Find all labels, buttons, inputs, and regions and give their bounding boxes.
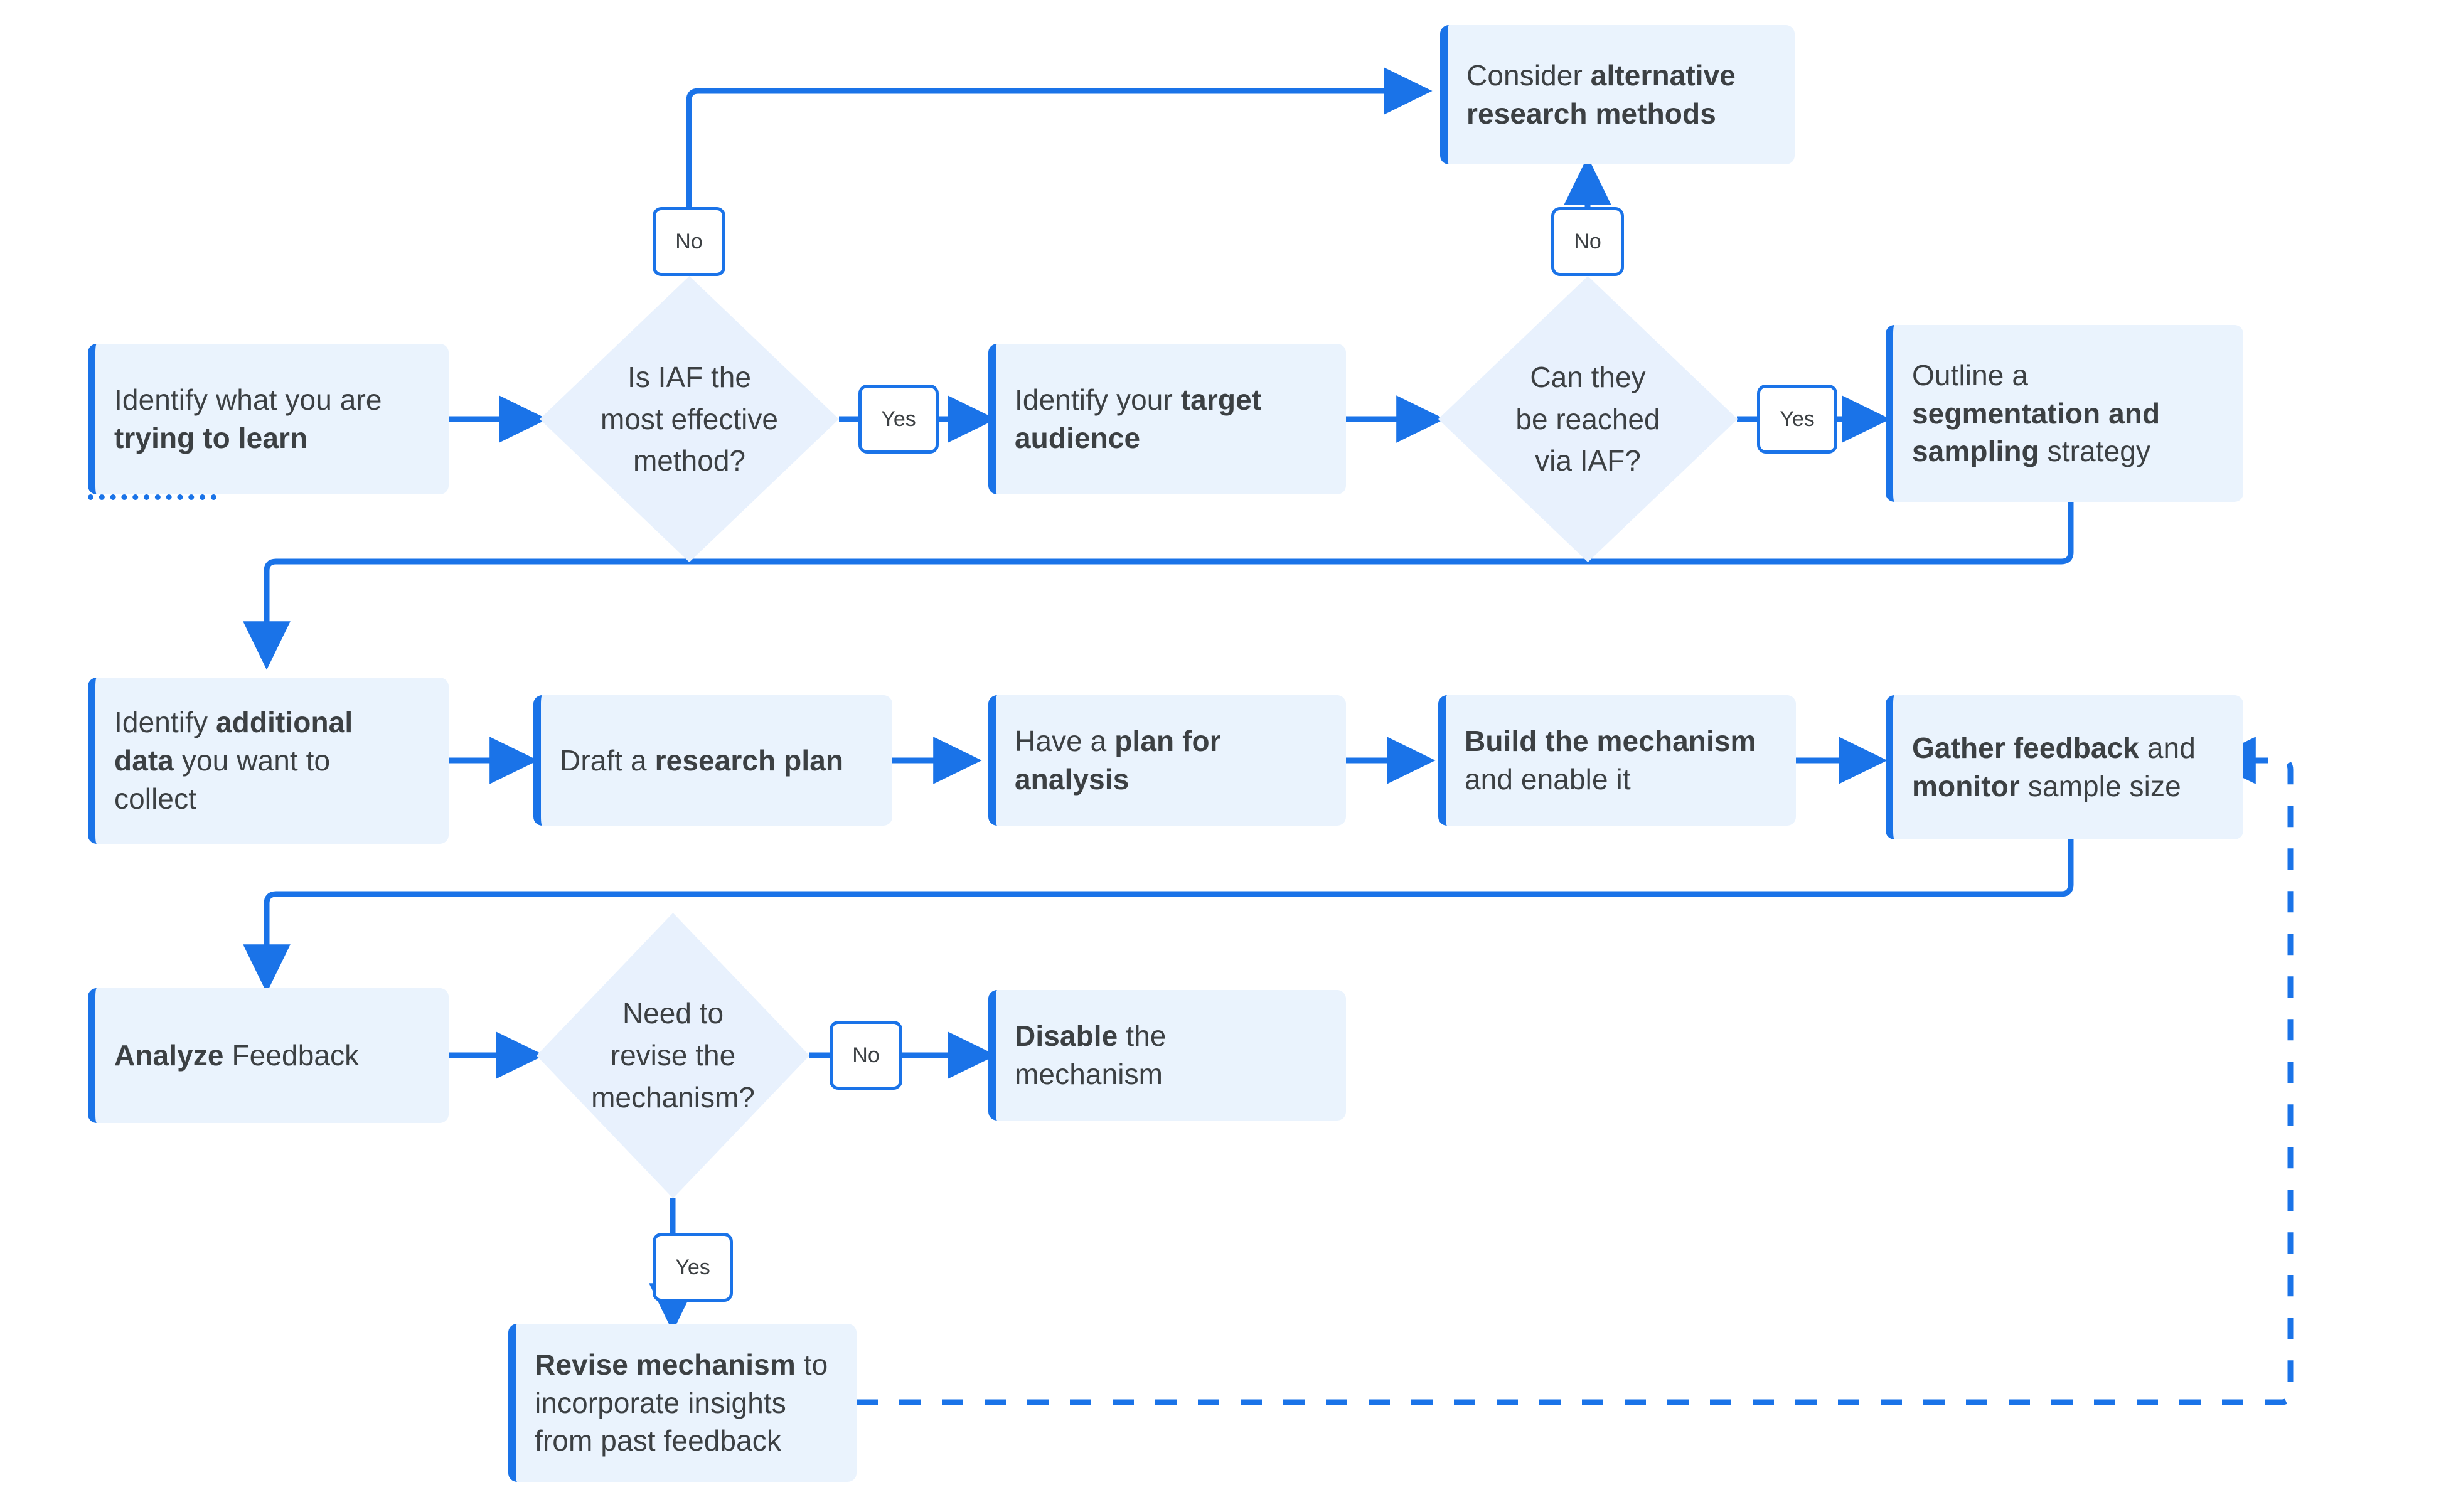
node-line-3b: strategy: [2039, 435, 2151, 468]
decision-text: Can they be reached via IAF?: [1450, 356, 1726, 482]
edge-outline-to-data: [243, 502, 2074, 670]
node-line-2: audience: [1015, 422, 1141, 454]
decision-line-3: via IAF?: [1535, 444, 1641, 477]
edge-label-text: No: [852, 1043, 880, 1067]
edge-label-reached-yes[interactable]: Yes: [1757, 385, 1837, 454]
node-line-1a: Identify: [114, 706, 216, 739]
decision-need-to-revise-the-mechanism[interactable]: Need to revise the mechanism?: [537, 913, 809, 1198]
node-text: Identify your target audience: [1015, 381, 1261, 457]
node-line-3: collect: [114, 782, 197, 815]
node-line-1b: the: [1118, 1020, 1167, 1053]
decision-line-2: most effective: [601, 402, 778, 435]
decision-line-3: mechanism?: [591, 1080, 755, 1114]
node-line-1a: Have a: [1015, 725, 1115, 758]
node-line-1a: Analyze: [114, 1039, 224, 1072]
decision-text: Is IAF the most effective method?: [552, 356, 827, 482]
node-line-1b: target: [1180, 383, 1262, 417]
decision-can-they-be-reached-via-iaf[interactable]: Can they be reached via IAF?: [1438, 276, 1738, 562]
edge-label-text: Yes: [881, 407, 916, 431]
node-line-3a: sampling: [1912, 435, 2039, 468]
node-text: Disable the mechanism: [1015, 1017, 1166, 1093]
node-line-1a: Draft a: [560, 743, 655, 777]
decision-line-2: be reached: [1515, 402, 1660, 435]
node-revise-mechanism-to-incorporate-insights[interactable]: Revise mechanism to incorporate insights…: [508, 1324, 857, 1482]
node-line-1b: to: [795, 1348, 828, 1381]
node-draft-a-research-plan[interactable]: Draft a research plan: [533, 695, 892, 826]
edge-label-text: No: [1574, 229, 1601, 253]
node-line-1b: additional: [216, 706, 353, 739]
accent-dotted-underline: [88, 494, 216, 500]
node-line-1a: Gather feedback: [1912, 732, 2139, 765]
node-line-1b: research plan: [654, 743, 844, 777]
node-line-1b: and: [2139, 732, 2196, 765]
node-line-1a: Revise mechanism: [535, 1348, 796, 1381]
decision-line-1: Can they: [1530, 360, 1646, 393]
edge-label-text: No: [675, 229, 703, 253]
node-line-2: trying to learn: [114, 422, 308, 454]
decision-line-2: revise the: [610, 1039, 736, 1072]
node-gather-feedback-and-monitor-sample-size[interactable]: Gather feedback and monitor sample size: [1886, 695, 2243, 839]
edge-label-iaf-no[interactable]: No: [653, 207, 725, 276]
node-outline-segmentation-and-sampling-strategy[interactable]: Outline a segmentation and sampling stra…: [1886, 325, 2243, 502]
edge-label-text: Yes: [675, 1255, 710, 1279]
node-text: Outline a segmentation and sampling stra…: [1912, 356, 2160, 471]
node-text: Analyze Feedback: [114, 1036, 359, 1075]
edge-label-revise-yes[interactable]: Yes: [653, 1233, 733, 1302]
node-line-2: analysis: [1015, 763, 1130, 796]
node-line-2b: you want to: [173, 744, 331, 777]
node-line-1: Identify what you are: [114, 383, 382, 417]
node-line-1a: Disable: [1015, 1020, 1118, 1053]
node-text: Gather feedback and monitor sample size: [1912, 729, 2196, 805]
node-line-1b: Feedback: [223, 1039, 360, 1072]
decision-is-iaf-the-most-effective-method[interactable]: Is IAF the most effective method?: [540, 276, 839, 562]
node-text: Have a plan for analysis: [1015, 722, 1221, 798]
decision-line-3: method?: [633, 444, 745, 477]
node-line-2: incorporate insights: [535, 1386, 786, 1419]
node-text: Consider alternative research methods: [1466, 56, 1736, 132]
node-line-2: and enable it: [1465, 763, 1631, 796]
decision-text: Need to revise the mechanism?: [547, 993, 798, 1118]
edge-label-text: Yes: [1780, 407, 1815, 431]
node-line-3: from past feedback: [535, 1424, 782, 1457]
decision-line-1: Need to: [622, 997, 724, 1030]
node-line-2a: data: [114, 744, 174, 777]
node-analyze-feedback[interactable]: Analyze Feedback: [88, 988, 449, 1123]
edge-iaf-no-to-consider: [686, 67, 1433, 207]
node-disable-the-mechanism[interactable]: Disable the mechanism: [988, 990, 1346, 1121]
node-build-the-mechanism-and-enable-it[interactable]: Build the mechanism and enable it: [1438, 695, 1796, 826]
node-line-2: mechanism: [1015, 1058, 1163, 1090]
node-text: Revise mechanism to incorporate insights…: [535, 1346, 828, 1460]
node-identify-what-you-are-trying-to-learn[interactable]: Identify what you are trying to learn: [88, 344, 449, 494]
node-consider-alternative-research-methods[interactable]: Consider alternative research methods: [1440, 25, 1795, 164]
node-identify-your-target-audience[interactable]: Identify your target audience: [988, 344, 1346, 494]
node-identify-additional-data-you-want-to-collect[interactable]: Identify additional data you want to col…: [88, 678, 449, 844]
edge-label-iaf-yes[interactable]: Yes: [858, 385, 939, 454]
node-have-a-plan-for-analysis[interactable]: Have a plan for analysis: [988, 695, 1346, 826]
edge-label-revise-no[interactable]: No: [830, 1021, 902, 1090]
node-text: Identify additional data you want to col…: [114, 703, 353, 817]
node-line-1a: Consider: [1466, 59, 1591, 92]
node-line-2b: sample size: [2019, 770, 2181, 802]
decision-line-1: Is IAF the: [628, 360, 751, 393]
node-text: Identify what you are trying to learn: [114, 381, 382, 457]
node-line-2a: monitor: [1912, 770, 2020, 802]
node-text: Draft a research plan: [560, 742, 843, 780]
edge-label-reached-no[interactable]: No: [1551, 207, 1624, 276]
node-line-2: segmentation and: [1912, 397, 2160, 430]
node-line-1b: plan for: [1114, 725, 1221, 758]
node-line-1a: Identify your: [1015, 383, 1181, 417]
node-line-2: research methods: [1466, 97, 1716, 130]
node-line-1b: alternative: [1590, 59, 1736, 92]
node-text: Build the mechanism and enable it: [1465, 722, 1756, 798]
node-line-1: Outline a: [1912, 358, 2029, 391]
node-line-1: Build the mechanism: [1465, 725, 1756, 758]
